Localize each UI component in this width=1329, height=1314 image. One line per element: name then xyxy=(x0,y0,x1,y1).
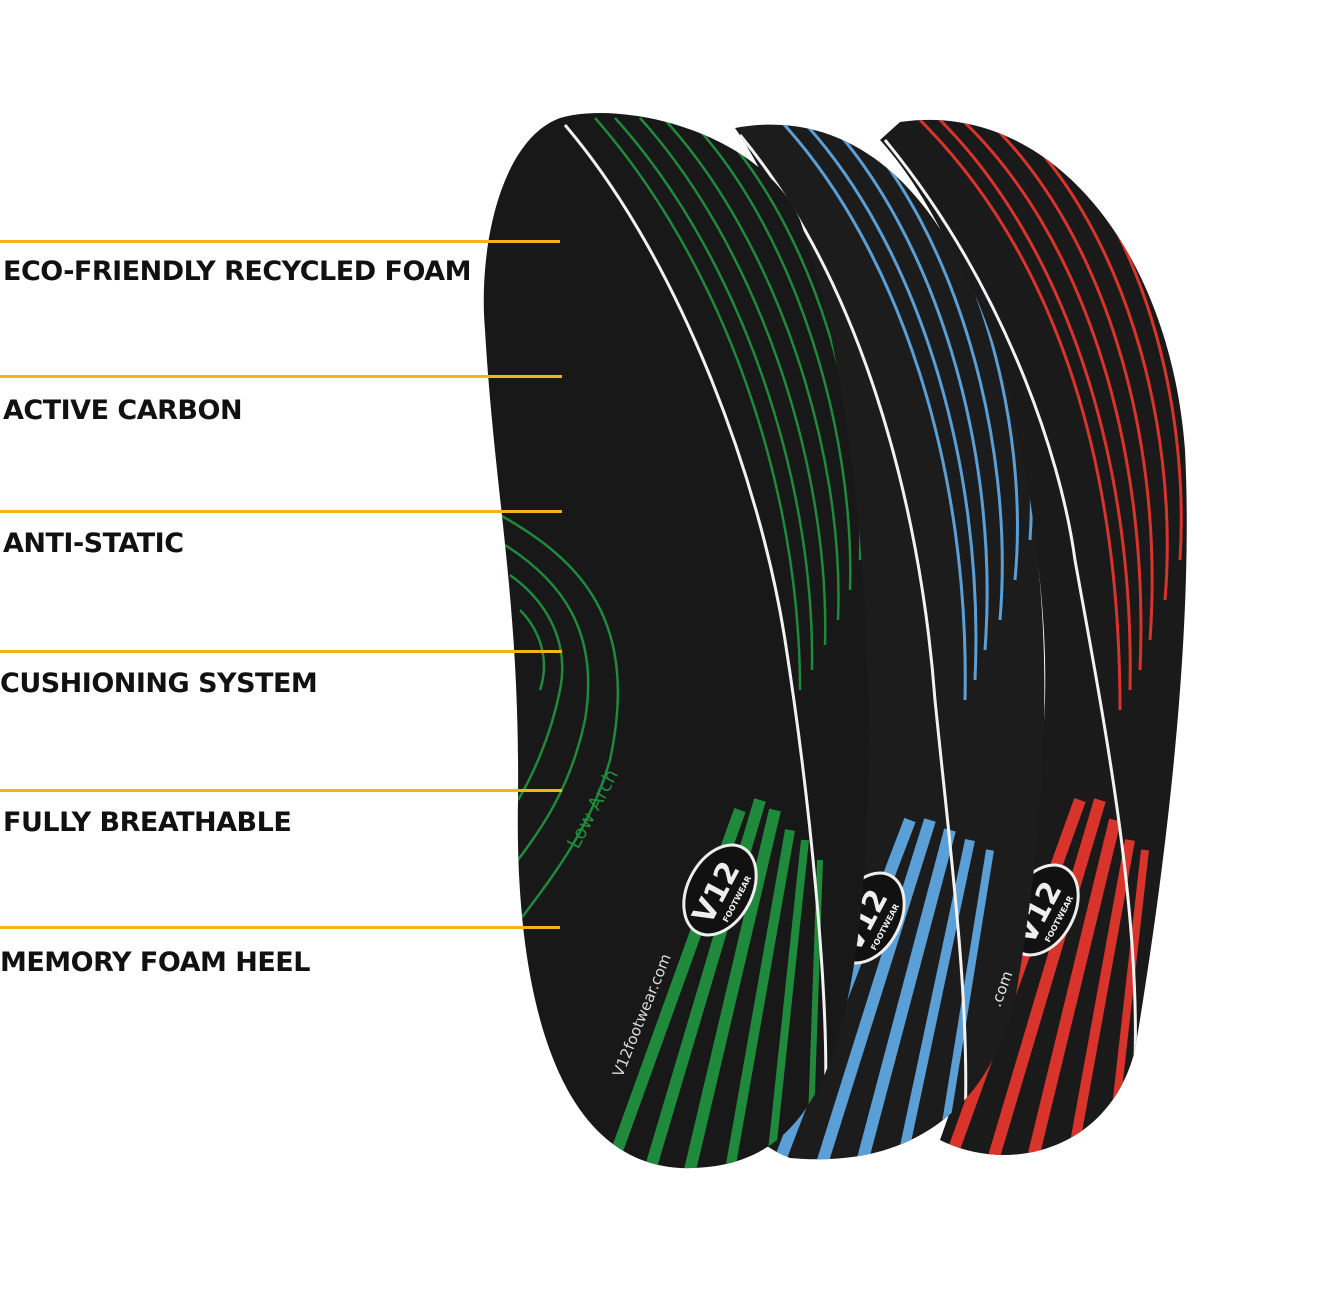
callout-line xyxy=(0,650,562,653)
feature-label: ECO-FRIENDLY RECYCLED FOAM xyxy=(3,256,471,287)
callout-line xyxy=(0,789,562,792)
red-stripes xyxy=(918,119,1187,1155)
feature-label: FULLY BREATHABLE xyxy=(3,807,292,838)
feature-label: MEMORY FOAM HEEL xyxy=(0,947,310,978)
feature-label: ACTIVE CARBON xyxy=(3,395,243,426)
insole-green: Low Arch V12 FOOTWEAR V12footwear.com xyxy=(483,113,869,1169)
v12-logo: V12 FOOTWEAR xyxy=(682,843,758,937)
callout-line xyxy=(0,240,560,243)
callout-line xyxy=(0,926,560,929)
callout-line xyxy=(0,510,562,513)
callout-line xyxy=(0,375,562,378)
feature-label: ANTI-STATIC xyxy=(3,528,184,559)
feature-label: CUSHIONING SYSTEM xyxy=(0,668,318,699)
